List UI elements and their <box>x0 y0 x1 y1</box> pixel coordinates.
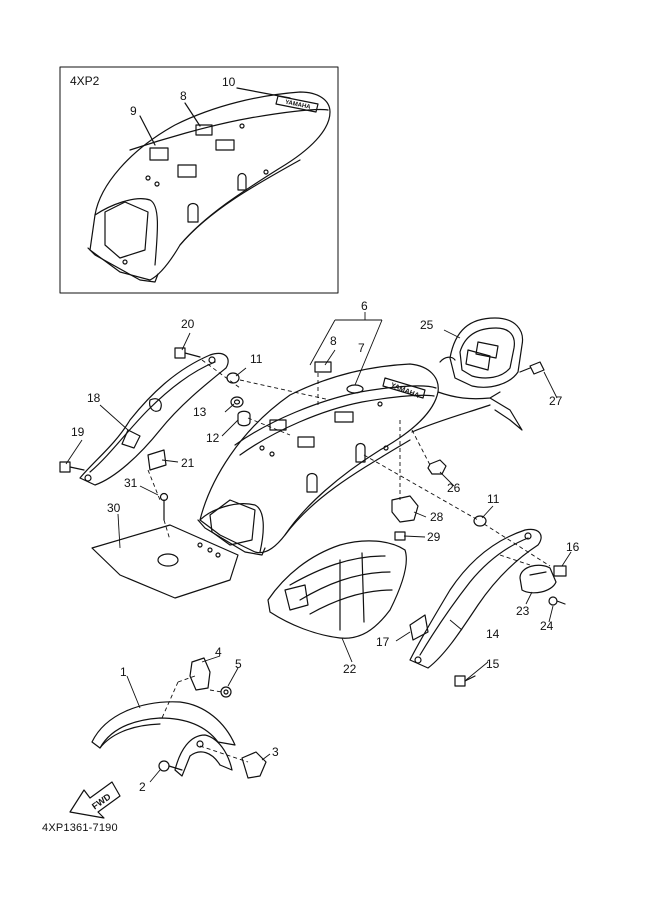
drawing-code: 4XP1361-7190 <box>42 822 118 834</box>
callout-21: 21 <box>181 456 195 470</box>
callout-22: 22 <box>343 662 357 676</box>
inset-model-label: 4XP2 <box>70 74 100 88</box>
callout-19: 19 <box>71 425 85 439</box>
callout-12: 12 <box>206 431 220 445</box>
callout-18: 18 <box>87 391 101 405</box>
callout-28: 28 <box>430 510 444 524</box>
callout-24: 24 <box>540 619 554 633</box>
callout-8-inset: 8 <box>180 89 187 103</box>
callout-2: 2 <box>139 780 146 794</box>
callout-13: 13 <box>193 405 207 419</box>
callout-4: 4 <box>215 645 222 659</box>
clamp-23 <box>519 564 557 594</box>
callout-10: 10 <box>222 75 236 89</box>
callout-14: 14 <box>486 627 500 641</box>
callout-11-upper: 11 <box>250 352 263 366</box>
inset-brand-badge: YAMAHA <box>284 100 311 111</box>
callout-31: 31 <box>124 476 138 490</box>
inset-rear-fender <box>87 91 331 283</box>
callout-25: 25 <box>420 318 434 332</box>
callout-26: 26 <box>447 481 461 495</box>
pad-21 <box>147 449 167 471</box>
callout-17: 17 <box>376 635 390 649</box>
right-side-bracket <box>409 528 542 669</box>
callout-15: 15 <box>486 657 500 671</box>
plate-bracket <box>91 524 239 599</box>
callout-11-lower: 11 <box>487 492 500 506</box>
callout-9: 9 <box>130 104 137 118</box>
inset-frame <box>59 66 339 294</box>
bracket-3 <box>241 751 267 779</box>
callout-1: 1 <box>120 665 127 679</box>
left-side-bracket <box>79 352 229 486</box>
callout-20: 20 <box>181 317 195 331</box>
callout-8-main: 8 <box>330 334 337 348</box>
pad-17 <box>409 614 429 641</box>
callout-3: 3 <box>272 745 279 759</box>
front-stay <box>174 734 233 777</box>
fwd-arrow-label: FWD <box>90 791 113 811</box>
callout-5: 5 <box>235 657 242 671</box>
callout-29: 29 <box>427 530 441 544</box>
callout-27: 27 <box>549 394 563 408</box>
front-fender <box>91 701 236 749</box>
callout-23: 23 <box>516 604 530 618</box>
clip-28 <box>391 495 419 523</box>
callout-16: 16 <box>566 540 580 554</box>
inner-mudguard <box>267 540 407 639</box>
guide-4 <box>189 657 211 691</box>
callout-labels: 1 2 3 4 5 6 7 8 8 9 10 11 11 12 13 14 15… <box>71 75 580 811</box>
fwd-arrow <box>69 781 121 819</box>
callout-30: 30 <box>107 501 121 515</box>
callout-7: 7 <box>358 341 365 355</box>
callout-6: 6 <box>361 299 368 313</box>
tail-light-assembly <box>439 317 524 388</box>
